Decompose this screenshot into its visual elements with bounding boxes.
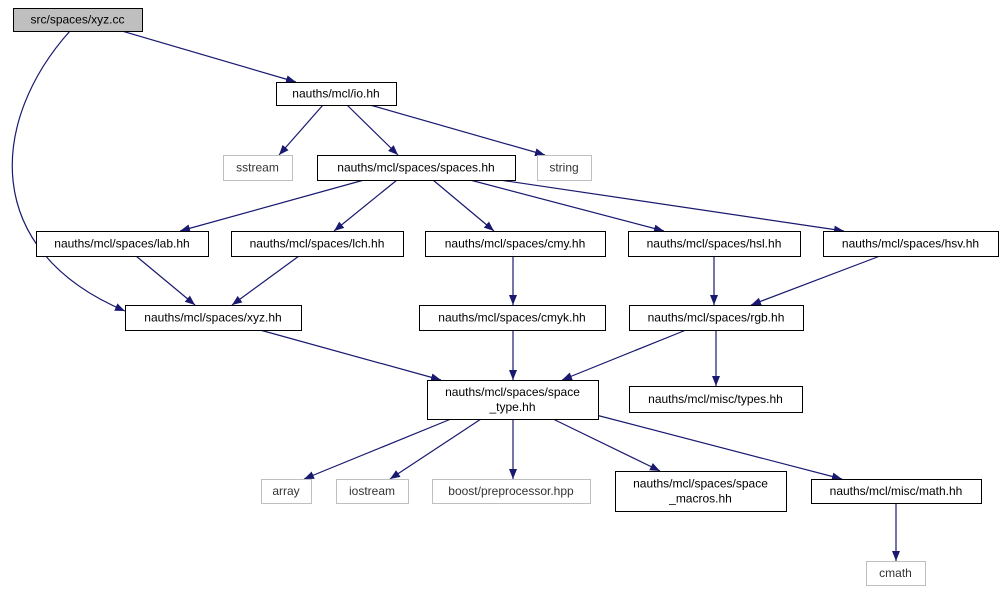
node-box — [811, 479, 982, 504]
node-space-macros-hh[interactable]: nauths/mcl/spaces/space_macros.hh — [615, 471, 787, 512]
node-string: string — [537, 155, 592, 181]
node-box — [425, 231, 606, 257]
node-hsv-hh[interactable]: nauths/mcl/spaces/hsv.hh — [823, 231, 999, 257]
node-label: nauths/mcl/spaces/cmy.hh — [445, 237, 586, 251]
node-label: nauths/mcl/spaces/space — [445, 385, 580, 399]
edge-spaces-hh-to-lab-hh — [179, 179, 365, 233]
node-box — [537, 155, 592, 181]
node-box — [432, 479, 591, 504]
edges-layer — [11, 30, 900, 561]
node-sstream: sstream — [223, 155, 293, 181]
node-xyz-hh[interactable]: nauths/mcl/spaces/xyz.hh — [125, 305, 302, 331]
node-label: src/spaces/xyz.cc — [30, 13, 124, 27]
node-label: sstream — [236, 161, 279, 175]
node-label: nauths/mcl/io.hh — [292, 87, 379, 101]
edge-io-hh-to-spaces-hh — [346, 104, 399, 156]
node-box — [223, 155, 293, 181]
edge-spaces-hh-to-cmy-hh — [432, 179, 495, 232]
node-lab-hh[interactable]: nauths/mcl/spaces/lab.hh — [36, 231, 209, 257]
node-box — [419, 305, 606, 331]
edge-xyz-hh-to-space-type-hh — [259, 329, 442, 382]
node-types-hh[interactable]: nauths/mcl/misc/types.hh — [629, 386, 803, 413]
edge-lab-hh-to-xyz-hh — [135, 255, 196, 306]
node-box — [231, 231, 404, 257]
node-lch-hh[interactable]: nauths/mcl/spaces/lch.hh — [231, 231, 404, 257]
node-label: nauths/mcl/spaces/xyz.hh — [144, 311, 281, 325]
node-io-hh[interactable]: nauths/mcl/io.hh — [276, 82, 397, 106]
node-math-hh[interactable]: nauths/mcl/misc/math.hh — [811, 479, 982, 504]
edge-xyz-cc-to-io-hh — [121, 30, 297, 84]
edge-io-hh-to-string — [369, 104, 546, 157]
node-label: string — [549, 161, 578, 175]
node-spaces-hh[interactable]: nauths/mcl/spaces/spaces.hh — [317, 155, 516, 181]
node-label: iostream — [349, 484, 395, 498]
node-label: _type.hh — [488, 400, 535, 414]
node-hsl-hh[interactable]: nauths/mcl/spaces/hsl.hh — [628, 231, 801, 257]
node-xyz-cc[interactable]: src/spaces/xyz.cc — [13, 8, 143, 32]
node-box — [427, 380, 599, 420]
node-rgb-hh[interactable]: nauths/mcl/spaces/rgb.hh — [629, 305, 804, 331]
edge-spaces-hh-to-lch-hh — [333, 179, 398, 232]
edge-lch-hh-to-xyz-hh — [231, 255, 300, 306]
node-box — [125, 305, 302, 331]
node-label: nauths/mcl/spaces/cmyk.hh — [438, 311, 585, 325]
node-box — [36, 231, 209, 257]
node-cmy-hh[interactable]: nauths/mcl/spaces/cmy.hh — [425, 231, 606, 257]
node-label: nauths/mcl/spaces/lch.hh — [250, 237, 385, 251]
edge-xyz-cc-to-xyz-hh — [11, 30, 126, 312]
node-label: nauths/mcl/spaces/spaces.hh — [337, 161, 494, 175]
node-label: nauths/mcl/misc/math.hh — [830, 484, 963, 498]
node-box — [629, 305, 804, 331]
edge-space-type-hh-to-space-macros-hh — [552, 418, 661, 472]
node-label: nauths/mcl/spaces/space — [633, 477, 768, 491]
node-space-type-hh[interactable]: nauths/mcl/spaces/space_type.hh — [427, 380, 599, 420]
node-label: nauths/mcl/misc/types.hh — [648, 392, 783, 406]
node-box — [13, 8, 143, 32]
node-label: boost/preprocessor.hpp — [448, 484, 574, 498]
edge-spaces-hh-to-hsl-hh — [469, 179, 665, 233]
node-label: _macros.hh — [668, 492, 732, 506]
node-label: nauths/mcl/spaces/rgb.hh — [648, 311, 785, 325]
node-box — [261, 479, 312, 504]
node-cmath: cmath — [866, 561, 926, 586]
node-box — [276, 82, 397, 106]
node-boost-pp: boost/preprocessor.hpp — [432, 479, 591, 504]
edge-io-hh-to-sstream — [278, 104, 324, 156]
node-box — [823, 231, 999, 257]
node-array: array — [261, 479, 312, 504]
edge-rgb-hh-to-space-type-hh — [561, 329, 687, 381]
edge-hsv-hh-to-rgb-hh — [750, 255, 881, 306]
node-box — [628, 231, 801, 257]
node-iostream: iostream — [336, 479, 409, 504]
node-label: nauths/mcl/spaces/lab.hh — [54, 237, 189, 251]
edge-space-type-hh-to-iostream — [389, 418, 482, 480]
node-label: nauths/mcl/spaces/hsv.hh — [842, 237, 979, 251]
nodes-layer: src/spaces/xyz.cc nauths/mcl/io.hh sstream… — [13, 8, 999, 586]
node-label: cmath — [879, 566, 912, 580]
node-label: nauths/mcl/spaces/hsl.hh — [647, 237, 782, 251]
edge-spaces-hh-to-hsv-hh — [499, 179, 845, 234]
node-cmyk-hh[interactable]: nauths/mcl/spaces/cmyk.hh — [419, 305, 606, 331]
node-label: array — [272, 484, 299, 498]
edge-space-type-hh-to-array — [303, 418, 452, 480]
node-box — [629, 386, 803, 413]
node-box — [615, 471, 787, 512]
node-box — [317, 155, 516, 181]
node-box — [866, 561, 926, 586]
node-box — [336, 479, 409, 504]
edge-space-type-hh-to-math-hh — [595, 414, 843, 481]
